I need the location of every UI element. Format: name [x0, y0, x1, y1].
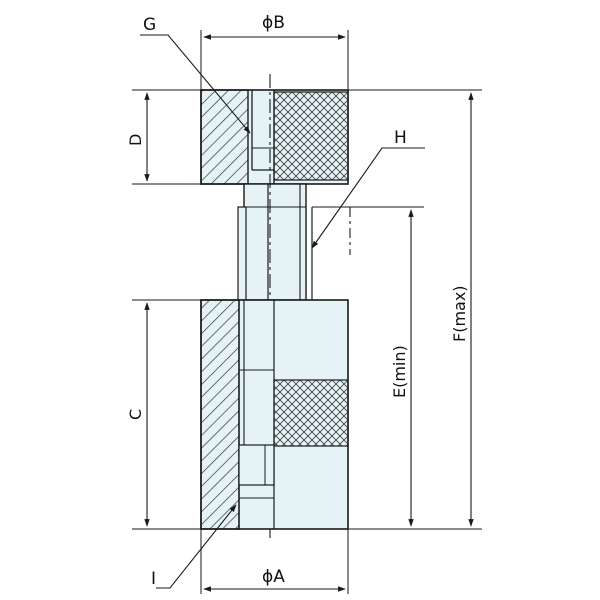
shaft-collar	[237, 206, 247, 301]
label-h: H	[394, 128, 407, 148]
dimension-lines	[144, 34, 474, 592]
label-dia-b: ϕB	[262, 13, 285, 33]
label-f-max: F(max)	[450, 285, 469, 342]
top-knob-knurled-band	[273, 91, 349, 181]
mounting-plate	[311, 206, 351, 300]
bottom-body	[200, 299, 349, 530]
leader-g	[140, 34, 251, 134]
label-d: D	[126, 134, 145, 146]
label-g: G	[143, 15, 156, 35]
extension-lines	[132, 30, 482, 594]
label-c: C	[126, 409, 145, 420]
label-e-min: E(min)	[390, 345, 409, 398]
leader-lines	[140, 34, 425, 589]
shaft-body	[243, 183, 307, 301]
label-i: I	[151, 569, 156, 589]
bottom-body-knurled-band	[273, 379, 349, 447]
bottom-body-hatched-section	[200, 299, 240, 530]
top-knob	[200, 89, 349, 185]
bottom-body-step	[238, 444, 275, 486]
leader-i	[156, 504, 237, 589]
leader-h	[311, 147, 425, 249]
top-knob-hatched-section	[200, 89, 249, 185]
label-dia-a: ϕA	[262, 567, 285, 587]
